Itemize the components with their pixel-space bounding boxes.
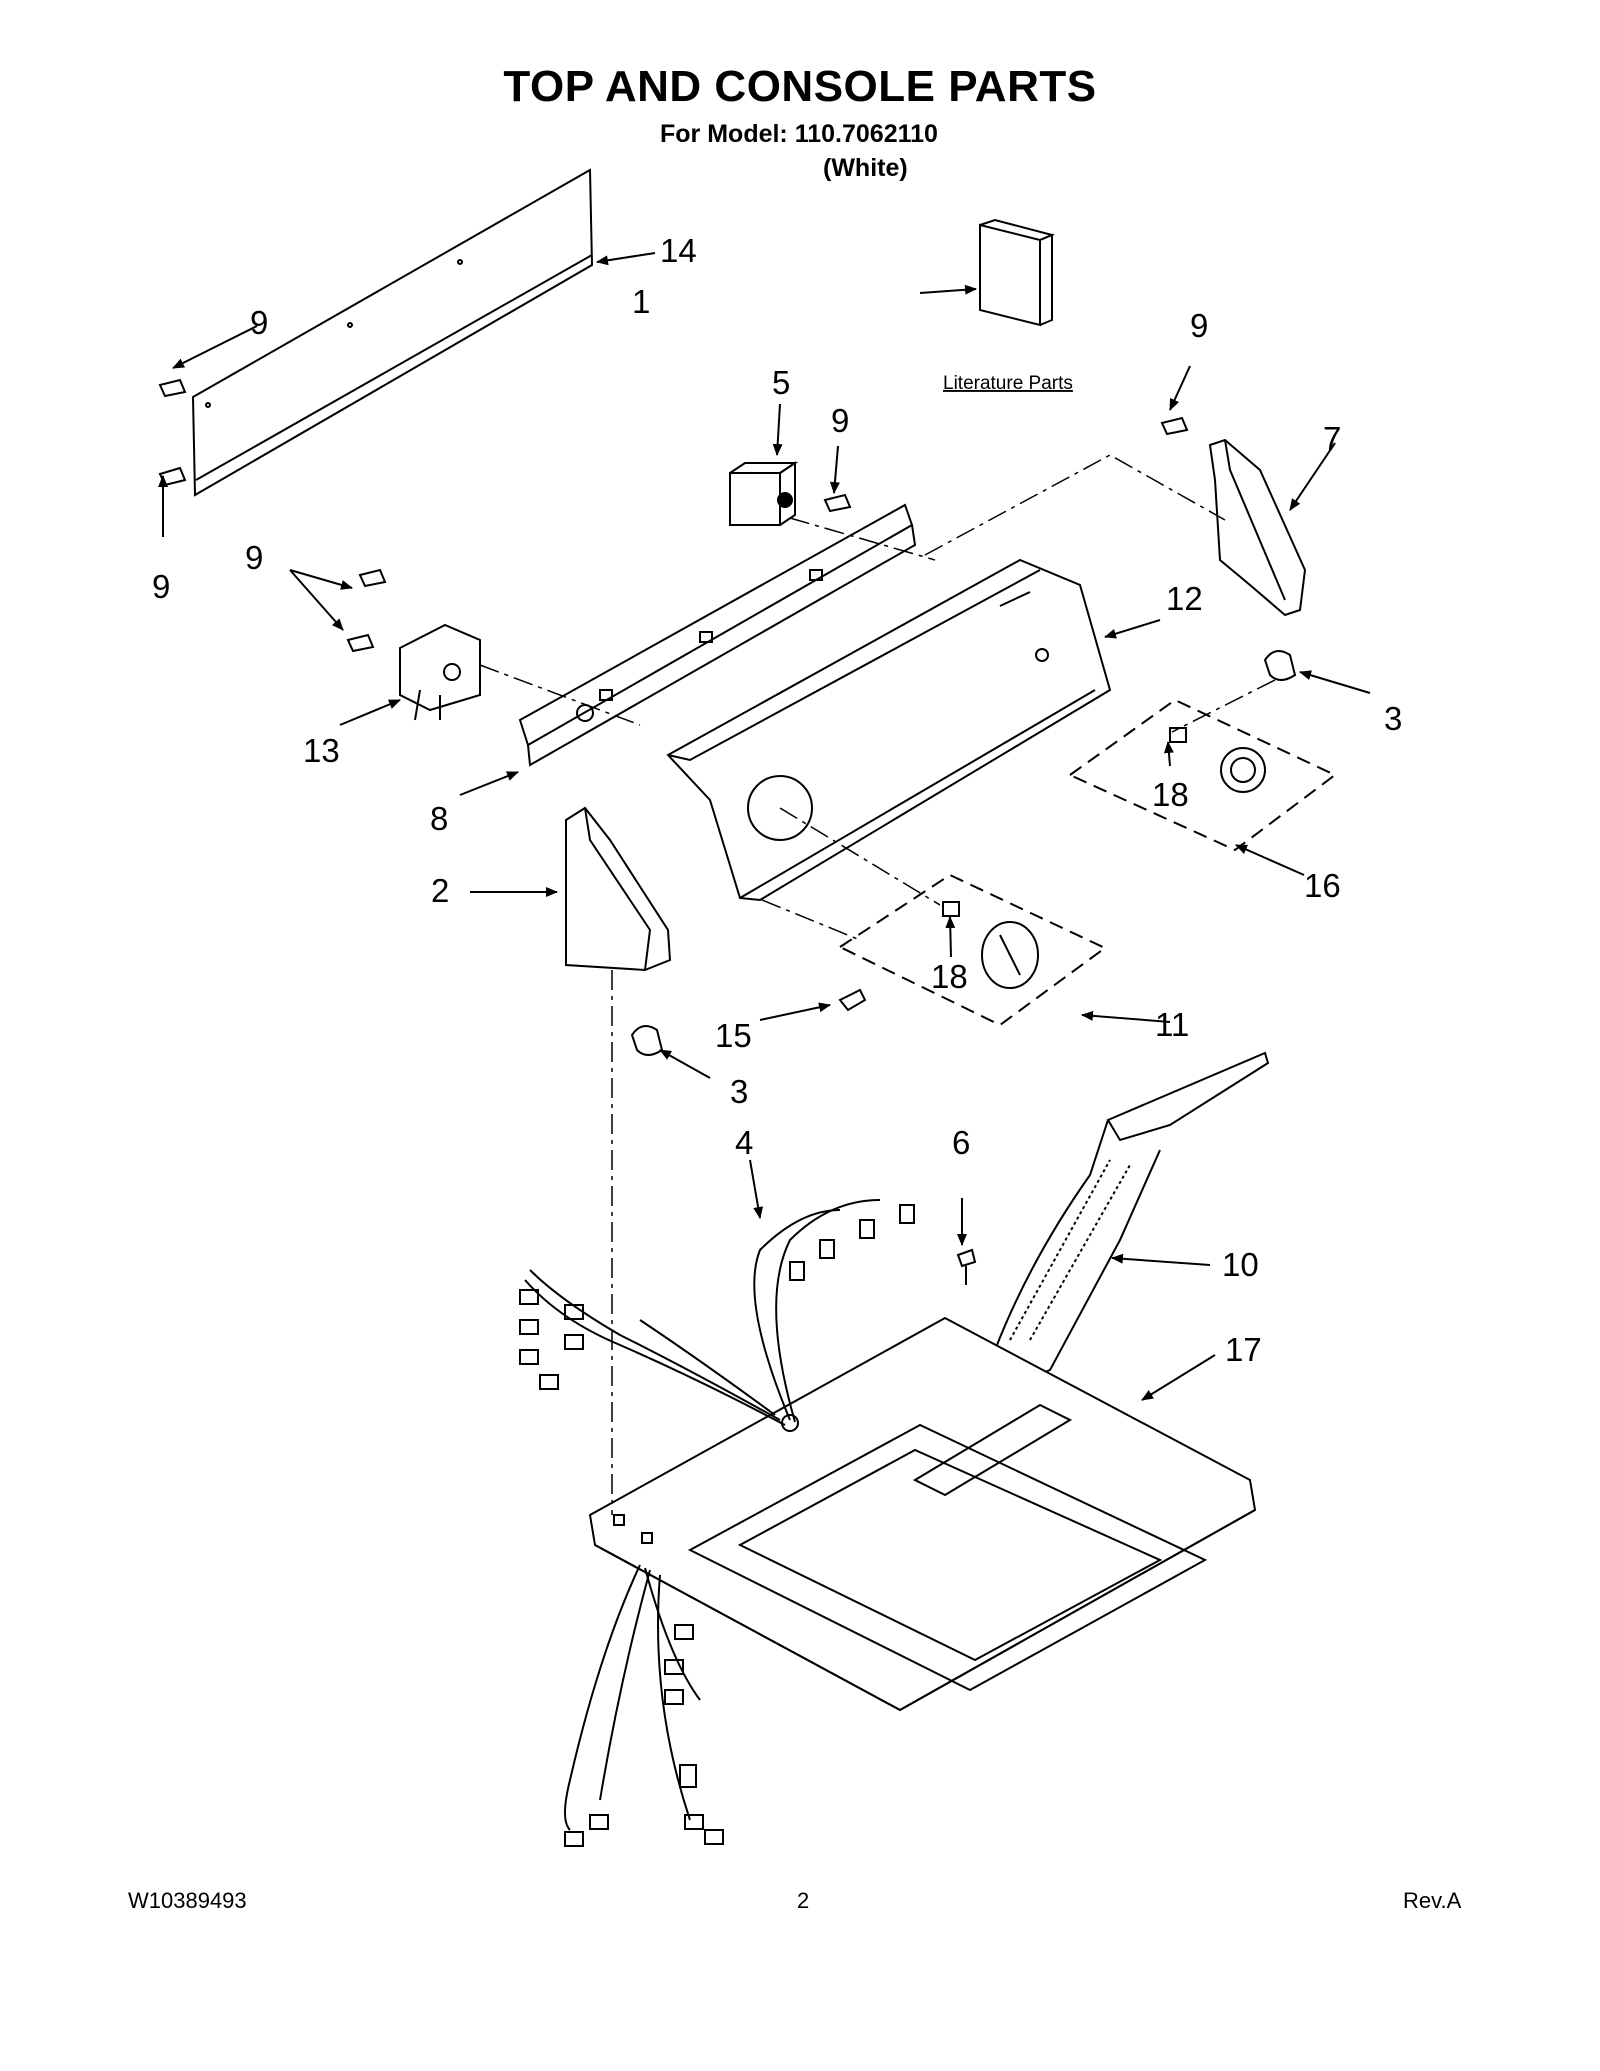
- callout-4: 4: [735, 1124, 753, 1161]
- callout-1: 1: [632, 283, 650, 320]
- top-panel-part: [588, 1316, 1257, 1712]
- doc-number: W10389493: [128, 1888, 247, 1913]
- callout-9-b: 9: [152, 568, 170, 605]
- model-line: For Model: 110.7062110: [660, 120, 938, 148]
- callout-3-upper: 3: [1384, 700, 1402, 737]
- callout-2: 2: [431, 872, 449, 909]
- switch-part: [729, 461, 799, 526]
- callout-12: 12: [1166, 580, 1203, 617]
- callout-14: 14: [660, 232, 697, 269]
- clip-part-upper: [1263, 650, 1297, 681]
- screw-part-6: [956, 1248, 977, 1285]
- knob-box-16: [1068, 698, 1337, 852]
- callout-10: 10: [1222, 1246, 1259, 1283]
- back-panel-part: [191, 168, 594, 497]
- callout-8: 8: [430, 800, 448, 837]
- lower-wire-harness-part: [564, 1564, 724, 1847]
- callout-16: 16: [1304, 867, 1341, 904]
- literature-book-part: [979, 218, 1056, 327]
- wire-harness-part: [519, 1199, 915, 1426]
- page-title: TOP AND CONSOLE PARTS: [503, 62, 1097, 111]
- callout-15: 15: [715, 1017, 752, 1054]
- screw-parts-9: [158, 378, 1189, 653]
- literature-parts-label: Literature Parts: [943, 373, 1073, 394]
- page-number: 2: [797, 1888, 810, 1913]
- clip-part-lower: [630, 1025, 664, 1056]
- callout-13: 13: [303, 732, 340, 769]
- callout-5: 5: [772, 364, 790, 401]
- screw-part-15: [838, 988, 867, 1012]
- callout-9-a: 9: [250, 304, 268, 341]
- revision: Rev.A: [1403, 1888, 1462, 1913]
- callout-9-c: 9: [245, 539, 263, 576]
- color-line: (White): [823, 154, 908, 182]
- console-part: [666, 558, 1112, 902]
- callout-9-d: 9: [831, 402, 849, 439]
- callout-9-e: 9: [1190, 307, 1208, 344]
- callout-17: 17: [1225, 1331, 1262, 1368]
- callout-7: 7: [1323, 420, 1341, 457]
- callout-18-upper: 18: [1152, 776, 1189, 813]
- callout-6: 6: [952, 1124, 970, 1161]
- right-endcap-part: [1208, 438, 1307, 617]
- callout-18-lower: 18: [931, 958, 968, 995]
- left-endcap-part: [565, 806, 672, 972]
- console-bracket-part: [518, 503, 917, 767]
- callout-11: 11: [1155, 1006, 1189, 1043]
- callout-3-lower: 3: [730, 1073, 748, 1110]
- knob-box-11: [837, 873, 1107, 1027]
- timer-part: [399, 623, 481, 721]
